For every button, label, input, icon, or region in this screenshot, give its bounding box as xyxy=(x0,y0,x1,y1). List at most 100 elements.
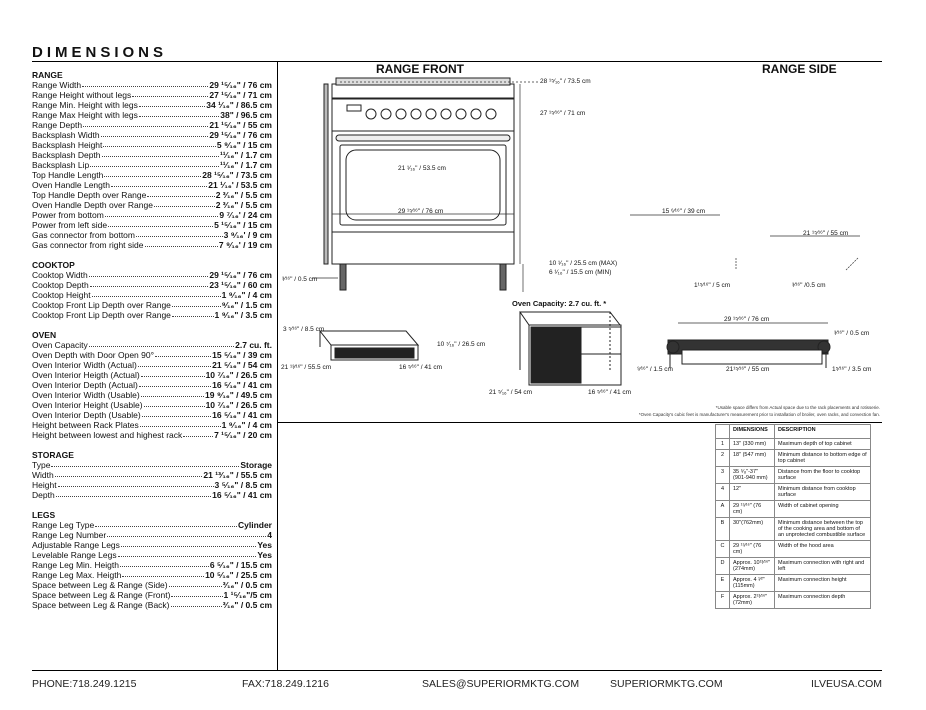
table-cell: Approx. 10¹³⁄¹⁶" (274mm) xyxy=(729,557,775,575)
dim-cooktop-gap: ³⁄¹⁶" / 0.5 cm xyxy=(834,330,870,337)
table-cell: 29 ¹⁵⁄¹⁶" (76 cm) xyxy=(729,500,775,518)
dot-leader xyxy=(103,140,216,147)
table-header-row: DIMENSIONS DESCRIPTION xyxy=(715,424,871,439)
table-cell: Distance from the floor to cooktop surfa… xyxy=(774,466,871,484)
dot-leader xyxy=(110,180,208,187)
spec-value: 3 ⁵⁄₁₆" / 8.5 cm xyxy=(214,480,272,490)
dot-leader xyxy=(140,390,205,397)
spec-row: Space between Leg & Range (Back)³⁄₁₆" / … xyxy=(32,600,272,610)
dim-oven-depth: 16 ⁵⁄¹⁶" / 41 cm xyxy=(588,389,632,396)
footer-website-ilve[interactable]: ILVEUSA.COM xyxy=(811,678,882,690)
spec-label: Oven Interior Heigth (Actual) xyxy=(32,370,140,380)
dim-cooktop-lip-right: 1⁵⁄¹⁶" / 3.5 cm xyxy=(832,366,872,373)
spec-value: 19 ⁹⁄₁₆" / 49.5 cm xyxy=(205,390,272,400)
oven-capacity-note: *Oven Capacity's cubic feet is manufactu… xyxy=(638,412,880,417)
dot-leader xyxy=(155,350,212,357)
dim-side-leg-front: 1¹⁵⁄¹⁶" / 5 cm xyxy=(694,282,731,289)
dim-leg-max: 10 ¹⁄₁₆" / 25.5 cm (MAX) xyxy=(549,260,618,267)
spec-row: Type Storage xyxy=(32,460,272,470)
dot-leader xyxy=(88,270,209,277)
dot-leader xyxy=(138,110,220,117)
dot-leader xyxy=(54,470,203,477)
spec-value: 10 ⁷⁄₁₆" / 26.5 cm xyxy=(205,400,272,410)
dot-leader xyxy=(89,280,209,287)
spec-label: Oven Interior Height (Usable) xyxy=(32,400,143,410)
dot-leader xyxy=(100,130,209,137)
dot-leader xyxy=(171,310,214,317)
spec-value: ¹¹⁄₁₆" / 1.7 cm xyxy=(219,150,272,160)
footer-website[interactable]: SUPERIORMKTG.COM xyxy=(610,678,723,690)
table-cell: Minimum distance to bottom edge of top c… xyxy=(774,449,871,467)
dot-leader xyxy=(170,600,222,607)
dot-leader xyxy=(171,590,223,597)
dim-door-open: 15 ⁶⁄¹⁶" / 39 cm xyxy=(662,208,706,215)
dot-leader xyxy=(138,380,212,387)
spec-value: ⁹⁄₁₆" / 1.5 cm xyxy=(221,300,272,310)
spec-value: 38" / 96.5 cm xyxy=(220,110,272,120)
spec-value: 21 ¹⁵⁄₁₆" / 55 cm xyxy=(209,120,272,130)
table-cell: Minimum distance from cooktop surface xyxy=(774,483,871,501)
footer-email[interactable]: SALES@SUPERIORMKTG.COM xyxy=(422,678,580,690)
spec-value: Storage xyxy=(240,460,272,470)
spec-value: 1 ¹⁵⁄₁₆"/5 cm xyxy=(223,590,272,600)
spec-label: Levelable Range Legs xyxy=(32,550,117,560)
spec-value: 4 xyxy=(267,530,272,540)
table-cell: Approx. 4 ¹⁄²" (115mm) xyxy=(729,574,775,592)
spec-label: Cooktop Height xyxy=(32,290,91,300)
page-title: DIMENSIONS xyxy=(32,44,168,61)
spec-value: 6 ⁵⁄₁₆" / 15.5 cm xyxy=(209,560,272,570)
spec-label: Type xyxy=(32,460,51,470)
table-header: DESCRIPTION xyxy=(774,424,871,439)
spec-label: Range Width xyxy=(32,80,82,90)
spec-value: 2 ³⁄₁₆" / 5.5 cm xyxy=(215,200,272,210)
spec-value: 1 ⁹⁄₁₆" / 3.5 cm xyxy=(214,310,273,320)
spec-label: Oven Depth with Door Open 90° xyxy=(32,350,154,360)
range-side-title: RANGE SIDE xyxy=(762,62,837,76)
spec-label: Oven Capacity xyxy=(32,340,88,350)
spec-value: 29 ¹⁵⁄₁₆" / 76 cm xyxy=(209,130,272,140)
title-divider xyxy=(32,61,882,62)
table-cell: 35 ⁵⁄₈"-37" (901-940 mm) xyxy=(729,466,775,484)
oven-capacity-label: Oven Capacity: 2.7 cu. ft. * xyxy=(512,299,607,308)
table-cell: C xyxy=(715,540,730,558)
spec-label: Top Handle Depth over Range xyxy=(32,190,147,200)
dot-leader xyxy=(136,230,223,237)
dot-leader xyxy=(140,370,205,377)
usable-space-note: *Usable space differs from Actual space … xyxy=(715,405,880,410)
table-cell: 18" (547 mm) xyxy=(729,449,775,467)
table-cell: Maximum connection depth xyxy=(774,591,871,609)
dim-cooktop-width: 29 ¹⁵⁄¹⁶" / 76 cm xyxy=(724,316,770,323)
footer-fax: FAX:718.249.1216 xyxy=(242,678,329,690)
dot-leader xyxy=(90,160,219,167)
table-cell: A xyxy=(715,500,730,518)
spec-value: ³⁄₁₆" / 0.5 cm xyxy=(222,580,272,590)
table-cell: F xyxy=(715,591,730,609)
spec-value: 29 ¹⁵⁄₁₆" / 76 cm xyxy=(209,80,272,90)
dim-range-width: 29 ¹⁵⁄¹⁶" / 76 cm xyxy=(398,208,444,215)
footer-phone: PHONE:718.249.1215 xyxy=(32,678,137,690)
section-divider xyxy=(278,422,882,423)
dot-leader xyxy=(117,550,257,557)
dot-leader xyxy=(144,240,218,247)
spec-label: Top Handle Length xyxy=(32,170,104,180)
spec-value: 23 ¹⁵⁄₁₆" / 60 cm xyxy=(209,280,272,290)
spec-label: Oven Interior Depth (Actual) xyxy=(32,380,138,390)
dot-leader xyxy=(95,520,237,527)
dim-cooktop-lip-left: ⁹⁄¹⁶" / 1.5 cm xyxy=(637,366,673,373)
column-divider xyxy=(277,62,278,670)
